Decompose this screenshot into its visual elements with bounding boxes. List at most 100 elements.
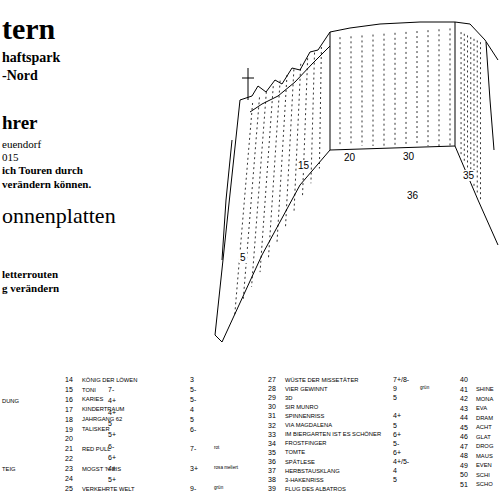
header-text: -Nord [2,68,38,84]
left-wing-edge [215,100,240,342]
route-name: VIER GEWINNT [285,386,328,392]
route-line [417,31,418,146]
route-grade: 4 [393,467,397,474]
route-line [311,53,315,184]
route-name: TALISKER [82,426,110,432]
route-grade: 5- [393,440,399,447]
route-grade: 6+ [393,449,401,456]
route-line [277,75,287,243]
route-name: EVEN [476,462,492,468]
route-line [285,69,293,227]
left-wing-ledge [250,46,330,112]
grip-colour: grün [420,385,429,391]
header-text: g verändern [2,282,59,294]
route-line [406,32,407,146]
right-wing-top [455,22,498,60]
route-line [474,39,475,187]
route-number: 23 [65,465,73,472]
route-number: 41 [460,386,468,393]
route-grade: 3 [190,376,194,383]
route-grade: 4+ [108,397,116,404]
back-wall-top [330,22,455,32]
route-line [340,37,341,146]
route-number: 35 [268,449,276,456]
route-name: MAUS [476,453,493,459]
route-number: 39 [268,485,276,492]
route-name: WÜSTE DER MISSETÄTER [285,377,358,383]
route-grade: 4+ [393,412,401,419]
route-name: SPÄTLESE [285,459,315,465]
left-wing-foot [222,150,330,342]
route-line [362,35,363,146]
header-text: ich Touren durch [2,164,83,176]
route-name: SIR MUNRO [285,404,318,410]
route-name: KARIES [82,396,103,402]
route-line [319,47,321,169]
route-number: 51 [460,481,468,488]
route-name: ACHT [476,424,492,430]
route-line [373,35,374,146]
callout-number: 20 [343,152,356,163]
route-grade: 4+/5- [393,458,409,465]
route-name: KÖNIG DER LÖWEN [82,377,137,383]
callout-number: 30 [402,151,415,162]
route-name: KINDERTRAUM [82,406,124,412]
route-name: MONA [476,396,493,402]
back-wall-foot [330,146,455,150]
grip-colour: grün [214,485,223,491]
route-name: IM BIERGARTEN IST ES SCHÖNER [285,431,381,437]
route-number: 44 [460,414,468,421]
route-line [252,92,267,287]
route-grade: 5- [190,386,196,393]
route-name: SCHI [476,472,490,478]
route-number: 30 [268,403,276,410]
route-name: FROSTFINGER [285,440,327,446]
route-line [477,41,478,195]
grip-colour: rosa meliert [214,465,238,471]
rock-outline [215,22,498,342]
header-text: onnenplatten [2,203,116,229]
route-lines [235,28,481,316]
route-number: 37 [268,467,276,474]
route-number: 28 [268,385,276,392]
header-text: haftspark [2,50,60,66]
callout-number: 15 [297,160,310,171]
route-name: VIA MAGDALENA [285,422,332,428]
grip-colour: rot [214,445,219,451]
route-line [235,103,253,317]
route-number: 16 [65,396,73,403]
route-line [467,35,468,171]
callout-number: 36 [406,190,419,201]
route-number: 36 [268,458,276,465]
route-name: DRAM [476,415,493,421]
right-wing-foot [455,146,498,245]
route-name: EVA [476,405,487,411]
callout-number: 5 [239,252,247,263]
route-grade: 6- [190,426,196,433]
route-line [243,97,259,301]
route-line [260,86,273,272]
route-number: 31 [268,412,276,419]
route-number: 45 [460,424,468,431]
route-number: 21 [65,445,73,452]
route-grade: 5 [393,476,397,483]
route-grade: 4 [190,406,194,413]
route-name: SPINNENRISS [285,413,324,419]
header-text: 015 [2,151,19,163]
route-grade: 5+ [108,476,116,483]
header-text: letterrouten [2,268,58,280]
wall-corner [330,22,455,150]
route-number: 15 [65,386,73,393]
route-grade: 7+/8- [393,376,409,383]
route-grade: 5+ [108,431,116,438]
route-number: 20 [65,435,73,442]
route-line [302,58,307,198]
crag-title: tern [2,12,55,46]
route-number: 40 [460,376,468,383]
right-pillar [486,42,494,150]
route-name: DROG [476,443,493,449]
route-line [351,36,352,146]
route-name: TOMTE [285,449,305,455]
route-name: RED PULL [82,446,110,452]
